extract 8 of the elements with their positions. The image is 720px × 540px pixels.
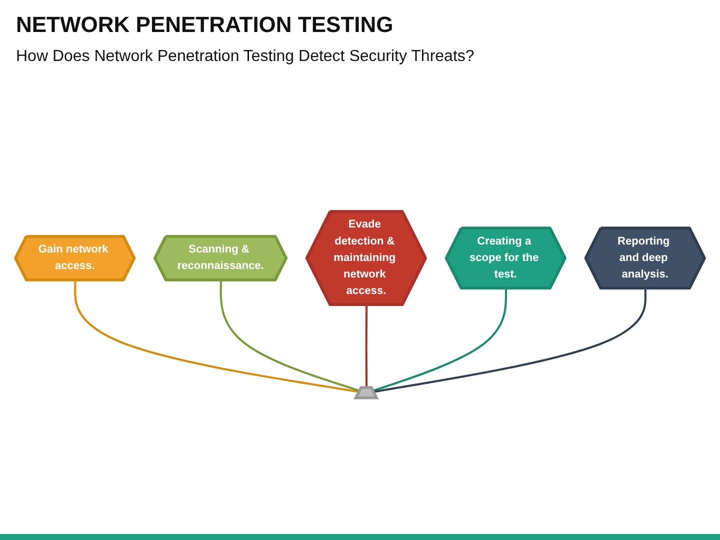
subtitle: How Does Network Penetration Testing Detect Security Threats? <box>16 48 474 66</box>
connector <box>372 288 508 392</box>
connector <box>74 280 360 394</box>
node-bar <box>354 386 379 400</box>
connector <box>374 288 646 394</box>
title: NETWORK PENETRATION TESTING <box>16 12 394 38</box>
connector <box>365 305 368 388</box>
connector <box>220 280 360 392</box>
